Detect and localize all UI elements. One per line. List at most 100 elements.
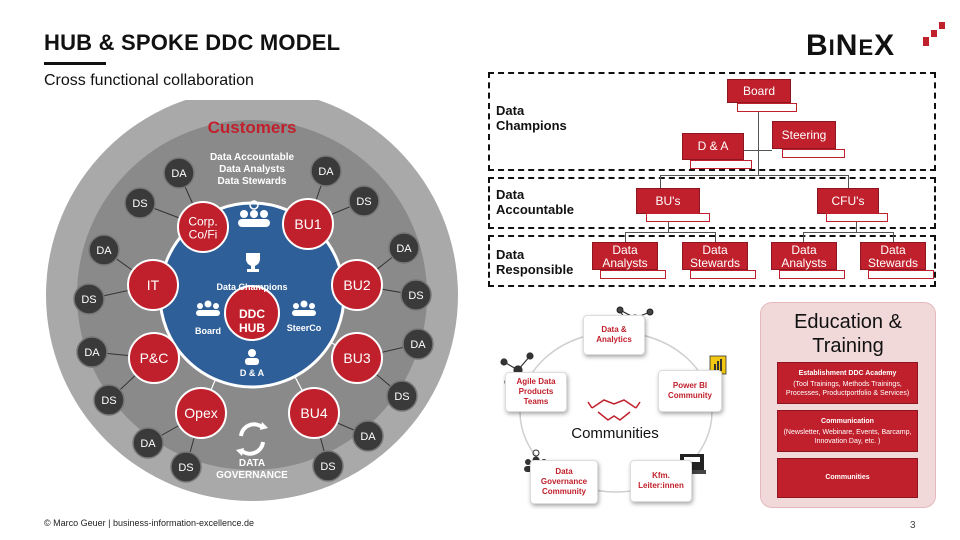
- satellite-da-circle: [352, 420, 384, 452]
- satellite-ds-circle: [386, 380, 418, 412]
- satellite-ds-circle: [93, 384, 125, 416]
- org-box-da: D & A: [682, 133, 744, 160]
- satellite-da-circle: [76, 336, 108, 368]
- refresh-cycle-icon: [239, 422, 265, 456]
- satellite-da-label: DA: [84, 347, 100, 359]
- satellite-da-label: DA: [396, 243, 412, 255]
- spoke-label-bu2: BU2: [343, 277, 370, 293]
- board-label: Board: [195, 326, 221, 336]
- satellite-da-circle: [88, 234, 120, 266]
- community-kfm-leiter: Kfm. Leiter:innen: [630, 460, 692, 502]
- org-box-analysts-1-sub: [600, 270, 666, 279]
- spoke-node-opex: [175, 387, 227, 439]
- community-data-analytics: Data & Analytics: [583, 315, 645, 355]
- org-box-board-sub: [737, 103, 797, 112]
- org-box-stewards-1-sub: [690, 270, 756, 279]
- binex-logo: BINEX: [806, 22, 945, 62]
- org-box-bus-sub: [646, 213, 710, 222]
- education-communication-text: (Newsletter, Webinare, Events, Barcamp, …: [783, 428, 912, 445]
- board-icon: [196, 300, 220, 316]
- satellite-da-label: DA: [410, 339, 426, 351]
- hub-center-line-1: DDC: [239, 307, 265, 321]
- svg-text:BINEX: BINEX: [806, 29, 895, 62]
- org-box-board: Board: [727, 79, 791, 103]
- connector-analysts-2: [803, 232, 804, 242]
- connector-da-steering: [742, 150, 772, 151]
- governance-line-2: GOVERNANCE: [216, 470, 288, 481]
- org-box-bus: BU's: [636, 188, 700, 214]
- education-communities-title: Communities: [825, 473, 870, 481]
- steerco-icon: [292, 300, 316, 316]
- refresh-arrow-head-1: [260, 422, 268, 430]
- trophy-icon: [246, 253, 260, 272]
- layer-label-responsible: Data Responsible: [496, 247, 574, 277]
- connector-board-trunk: [758, 110, 759, 175]
- layer-label-accountable: Data Accountable: [496, 187, 575, 217]
- community-power-bi: Power BI Community: [658, 370, 722, 412]
- satellite-ds-label: DS: [178, 462, 193, 474]
- satellite-ds-label: DS: [394, 391, 409, 403]
- connector-cfus: [848, 175, 849, 188]
- community-agile-teams: Agile Data Products Teams: [505, 372, 567, 412]
- satellite-da-circle: [310, 155, 342, 187]
- education-academy-title: Establishment DDC Academy: [798, 369, 897, 377]
- spoke-label-opex: Opex: [184, 405, 217, 421]
- satellite-ds-label: DS: [408, 290, 423, 302]
- governance-line-1: DATA: [239, 458, 265, 469]
- education-academy-text: (Tool Trainings, Methods Trainings, Proc…: [785, 380, 910, 397]
- satellite-ds-label: DS: [356, 196, 371, 208]
- satellite-ds-label: DS: [101, 395, 116, 407]
- footer-copyright: © Marco Geuer | business-information-exc…: [44, 518, 255, 528]
- hub-spoke-diagram: Customers Data Accountable Data Analysts…: [46, 100, 458, 501]
- org-box-analysts-1: Data Analysts: [592, 242, 658, 270]
- satellite-da-label: DA: [318, 166, 334, 178]
- spoke-label-bu4: BU4: [300, 405, 327, 421]
- connector-cfus-bar: [803, 232, 893, 233]
- spoke-node-it: [127, 259, 179, 311]
- org-box-steering: Steering: [772, 121, 836, 149]
- hub-center-line-2: HUB: [239, 321, 265, 335]
- satellite-ds-circle: [400, 279, 432, 311]
- refresh-arrow-head-2: [236, 448, 244, 456]
- connector-analysts-1: [625, 232, 626, 242]
- satellite-da-label: DA: [96, 245, 112, 257]
- title-underline: [44, 62, 106, 65]
- spoke-label-bu1: BU1: [294, 216, 321, 232]
- education-communities-box: Communities: [777, 458, 918, 498]
- handshake-icon: [587, 399, 641, 421]
- satellite-ds-circle: [348, 185, 380, 217]
- connector-bus-down: [668, 220, 669, 232]
- connector-bus: [660, 175, 661, 188]
- spoke-node-p-c: [128, 332, 180, 384]
- satellite-ds-circle: [124, 187, 156, 219]
- org-box-stewards-2-sub: [868, 270, 934, 279]
- people-group-icon: [238, 200, 270, 227]
- ring-label-accountable: Data Accountable: [210, 152, 295, 163]
- satellite-da-circle: [388, 232, 420, 264]
- org-box-cfus: CFU's: [817, 188, 879, 214]
- org-box-cfus-sub: [826, 213, 888, 222]
- steerco-label: SteerCo: [287, 323, 322, 333]
- power-bi-icon: [709, 355, 727, 375]
- ring-label-analysts: Data Analysts: [219, 164, 285, 175]
- satellite-da-circle: [132, 427, 164, 459]
- da-label: D & A: [240, 368, 265, 378]
- layer-data-accountable: [488, 177, 936, 229]
- communities-center-label: Communities: [571, 425, 659, 442]
- satellite-da-label: DA: [360, 431, 376, 443]
- community-data-governance: Data Governance Community: [530, 460, 598, 504]
- spoke-label-p-c: P&C: [140, 350, 169, 366]
- education-communication-title: Communication: [821, 417, 874, 425]
- satellite-da-circle: [402, 328, 434, 360]
- spoke-node-bu1: [282, 198, 334, 250]
- analyst-person-icon: [245, 349, 259, 365]
- education-academy-box: Establishment DDC Academy (Tool Training…: [777, 362, 918, 404]
- connector-cfus-down: [856, 220, 857, 232]
- connector-accountable-bar: [660, 175, 848, 176]
- spoke-label-corp-co-fi: Corp.: [188, 215, 217, 229]
- satellite-ds-circle: [73, 283, 105, 315]
- spoke-node-bu4: [288, 387, 340, 439]
- org-box-analysts-2-sub: [779, 270, 845, 279]
- org-box-stewards-2: Data Stewards: [860, 242, 926, 270]
- education-communication-box: Communication (Newsletter, Webinare, Eve…: [777, 410, 918, 452]
